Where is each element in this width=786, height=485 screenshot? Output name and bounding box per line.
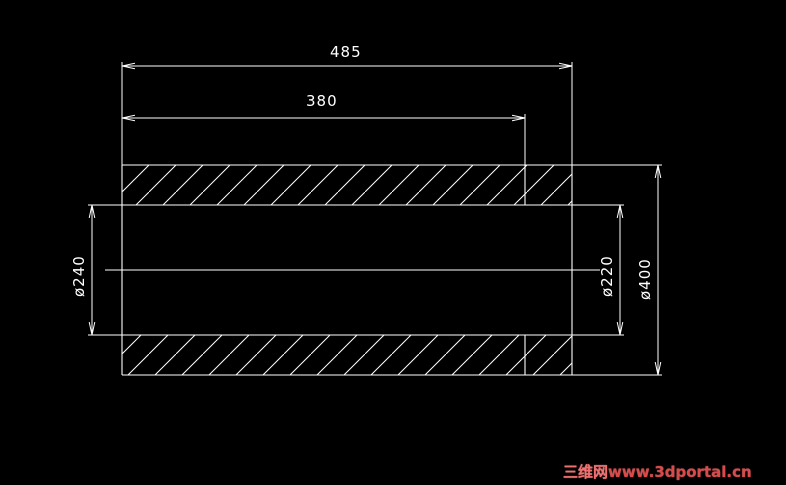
watermark-url: www.3dportal.cn — [608, 463, 752, 481]
dimension-label-dia400: ø400 — [636, 258, 654, 300]
dimension-label-485: 485 — [330, 43, 362, 61]
dimension-dia220 — [572, 204, 624, 336]
dimension-label-380: 380 — [306, 92, 338, 110]
dimension-label-dia220: ø220 — [598, 255, 616, 297]
dimension-380 — [121, 114, 526, 165]
section-hatching-top — [122, 165, 572, 205]
dimension-485 — [121, 62, 573, 165]
dimension-dia240 — [88, 204, 122, 336]
watermark-chinese: 三维网 — [563, 463, 609, 481]
watermark: 三维网www.3dportal.cn — [563, 461, 752, 482]
dimension-label-dia240: ø240 — [70, 255, 88, 297]
section-hatching-bottom — [122, 335, 572, 375]
part-outline — [121, 164, 573, 376]
dimension-dia400 — [572, 164, 662, 376]
